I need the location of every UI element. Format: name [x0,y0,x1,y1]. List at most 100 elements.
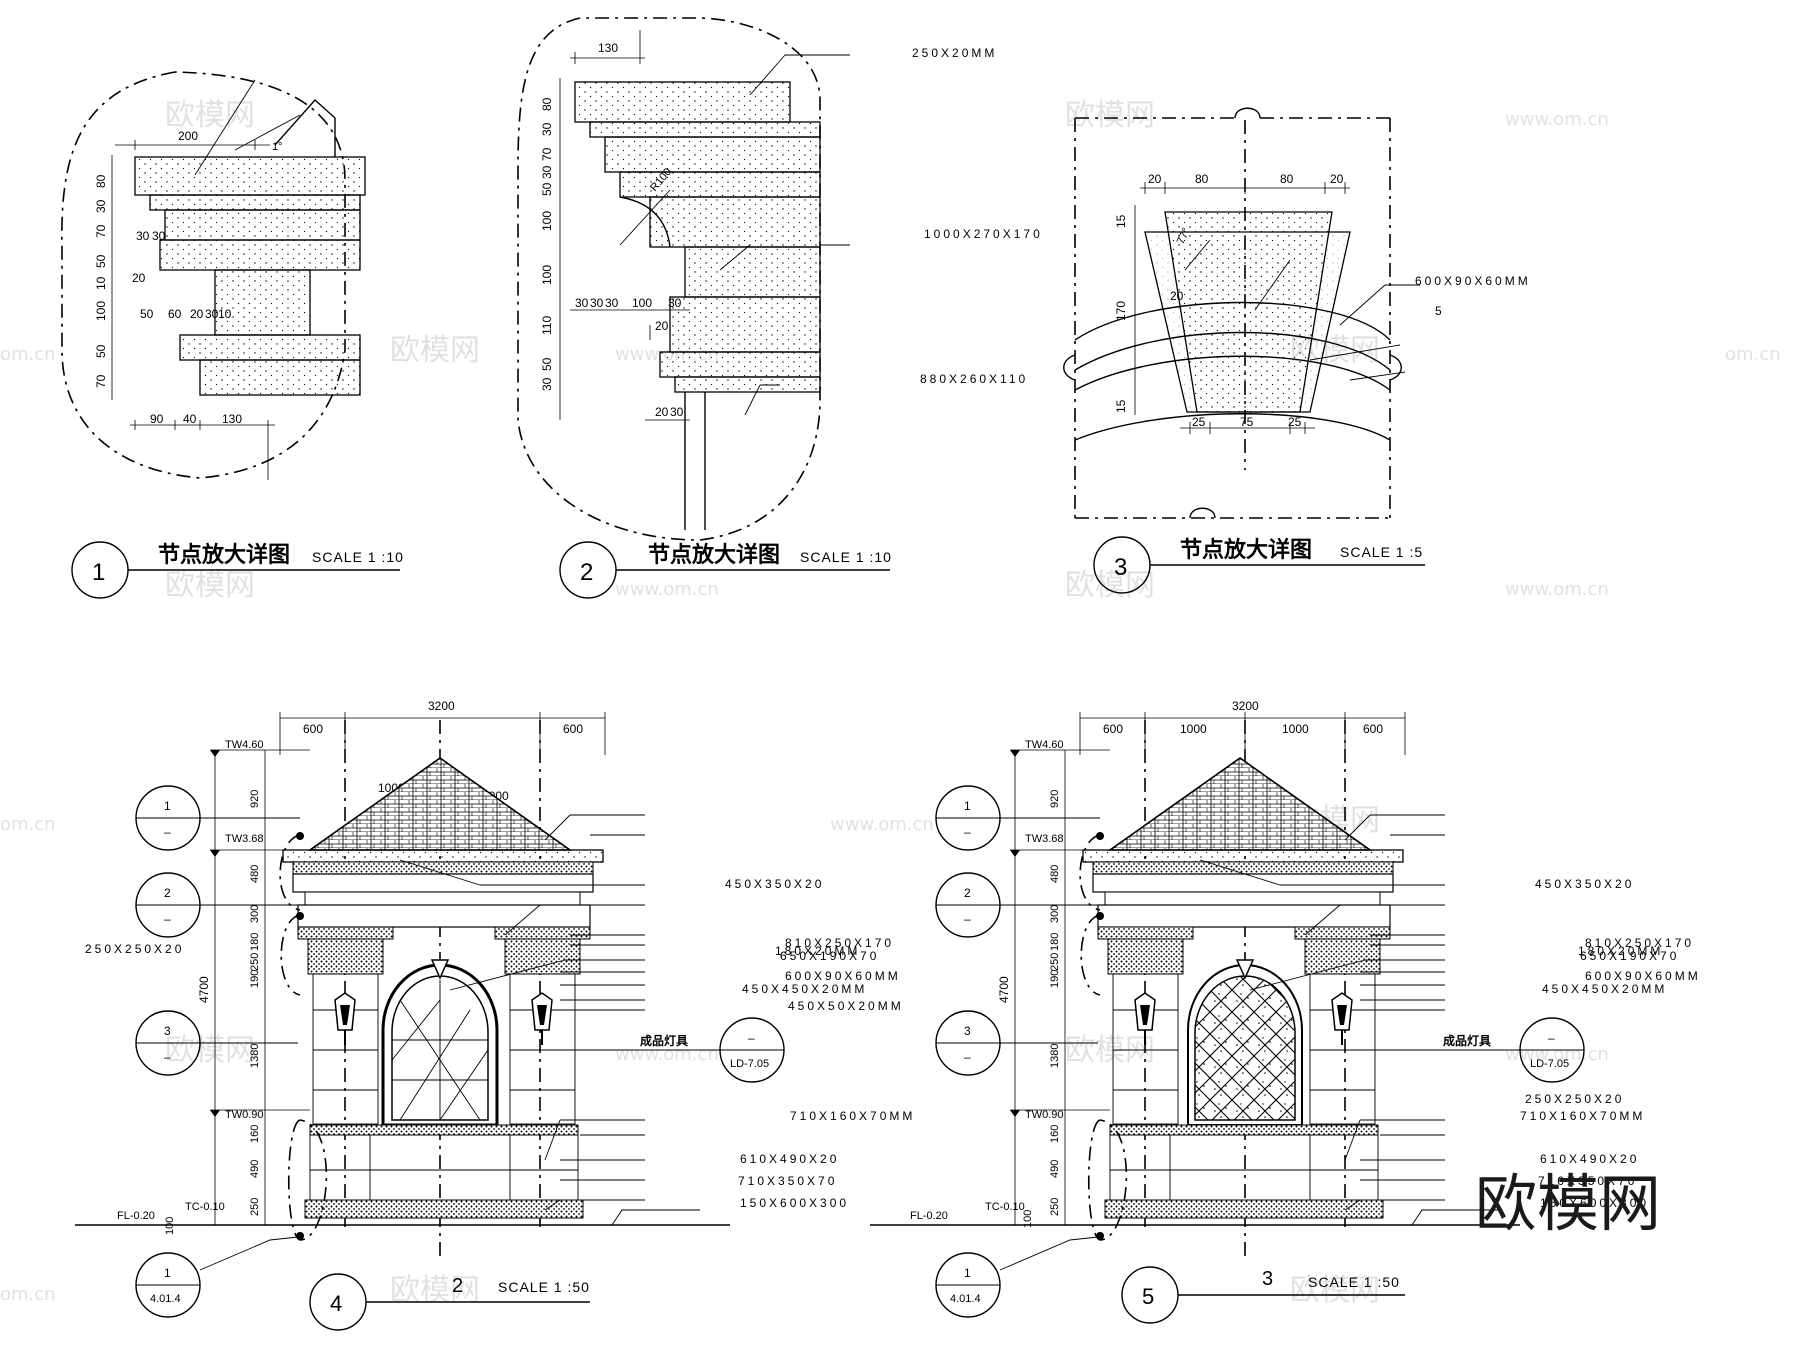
level-label: TW4.60 [225,739,264,751]
watermark-cn: 欧模网 [1065,98,1155,133]
frieze [292,873,594,893]
dim-label: 600 [1103,722,1123,736]
stone-course [574,81,791,123]
callout-top: – [1548,1031,1555,1045]
architrave [1104,891,1381,906]
dim-label: 3200 [428,699,455,713]
callout-bottom: 4.01.4 [150,1293,181,1305]
detail-scale: SCALE 1 :10 [800,549,892,565]
dim-label: 100 [540,265,554,285]
stone-course [179,334,361,361]
lamp-label: 成品灯具 [640,1033,688,1048]
watermark-cn: 欧模网 [390,1273,480,1308]
dim-label: 480 [1049,865,1061,883]
elevation-scale: SCALE 1 :50 [498,1279,590,1295]
lamp-callout: – LD-7.05 [719,1017,785,1083]
detail-bubble [1079,834,1101,911]
column [1309,973,1376,1125]
dim-line [1010,749,1110,1225]
spec-label: 610X490X20 [1540,1152,1639,1166]
spec-label: 650X190X70 [780,949,879,963]
detail-number: 4 [330,1291,342,1316]
column [1112,973,1179,1125]
detail-number: 3 [1114,554,1127,581]
dim-label: 190 [249,970,261,988]
dim-label: 200 [178,129,198,143]
dim-label: 30 [590,296,604,310]
capital [494,926,591,940]
section-callout: 2 – [135,872,201,938]
dim-label: 20 [132,271,146,285]
stone-course [159,239,361,271]
dim-label: 50 [540,357,554,371]
callout-top: 1 [164,1266,171,1280]
elevation-label: 3 [1262,1268,1273,1290]
watermark-url-edge: om.cn [1725,344,1781,365]
dim-label: 130 [222,412,242,426]
watermark-url: www.om.cn [1505,579,1609,600]
dim-label: 30 [205,307,219,321]
left-dims: 920 480 300 180 250 190 1380 160 490 250… [164,790,261,1235]
level-label: TW0.90 [1025,1109,1064,1121]
detail-bubble [280,914,301,996]
spec-label: 710X350X70 [1538,1174,1637,1188]
dim-label: 40 [183,412,197,426]
dim-label: 160 [249,1125,261,1143]
dim-label: 30 [540,165,554,179]
dim-label: 300 [249,905,261,923]
watermarks: 欧模网 欧模网 欧模网 欧模网 欧模网 欧模网 欧模网 欧模网 欧模网 欧模网 … [0,98,1781,1308]
dim-label: 20 [1170,289,1184,303]
dentil-band [292,861,594,875]
level-label: TW0.90 [225,1109,264,1121]
capital [1294,926,1391,940]
watermark-url: www.om.cn [1505,109,1609,130]
left-dims: 920 480 300 180 250 190 1380 160 490 250… [1022,790,1061,1228]
dim-label: 3200 [1232,699,1259,713]
callout-top: 1 [164,799,171,813]
dim-label: 25 [1288,415,1302,429]
level-label: TC-0.10 [185,1201,225,1213]
dim-label: 20 [1330,172,1344,186]
leader-line [1280,814,1445,1201]
entablature [297,904,591,928]
detail-number: 5 [1142,1284,1154,1309]
watermark-url: www.om.cn [830,814,934,835]
stone-course [149,194,361,211]
dim-label: 110 [540,316,554,335]
level-label: TW3.68 [225,833,264,845]
break-mark [1189,107,1261,519]
stone-course [214,269,311,336]
dim-label: 50 [94,254,108,268]
lamp-callout: – LD-7.05 [1519,1017,1585,1083]
capital [1107,938,1184,975]
detail-bubble [1080,914,1101,996]
plinth [1104,1199,1384,1219]
spec-label: 250X250X20 [85,942,184,956]
dim-label: 20 [655,405,669,419]
dim-label: 600 [1363,722,1383,736]
dim-label: 30 [668,296,682,310]
dim-label: 100 [632,296,652,310]
detail-bubble [1087,1119,1128,1241]
spec-label: 180X20MM [1578,944,1663,958]
level-label: FL-0.20 [117,1210,155,1222]
callout-bottom: – [964,1050,971,1064]
window-keystone [430,959,450,980]
spec-label: 450X450X20MM [742,982,867,996]
detail-boundary [61,71,346,479]
spec-label: 650X190X70 [1580,949,1679,963]
spec-label: 880X260X110 [920,372,1028,386]
dentil-band [1092,861,1394,875]
dim-line [130,420,275,480]
callout-bottom: – [164,825,171,839]
dim-line [1079,712,1406,755]
dim-label: 920 [1049,790,1061,808]
callout-bottom: – [964,825,971,839]
callout-bottom: – [164,912,171,926]
break-mark [1063,354,1402,381]
panel-keystone [1235,959,1255,980]
dim-label: 70 [540,147,554,161]
section-callout: 1 4.01.4 [135,1252,201,1318]
plinth [304,1199,584,1219]
callout-bottom: – [164,1050,171,1064]
